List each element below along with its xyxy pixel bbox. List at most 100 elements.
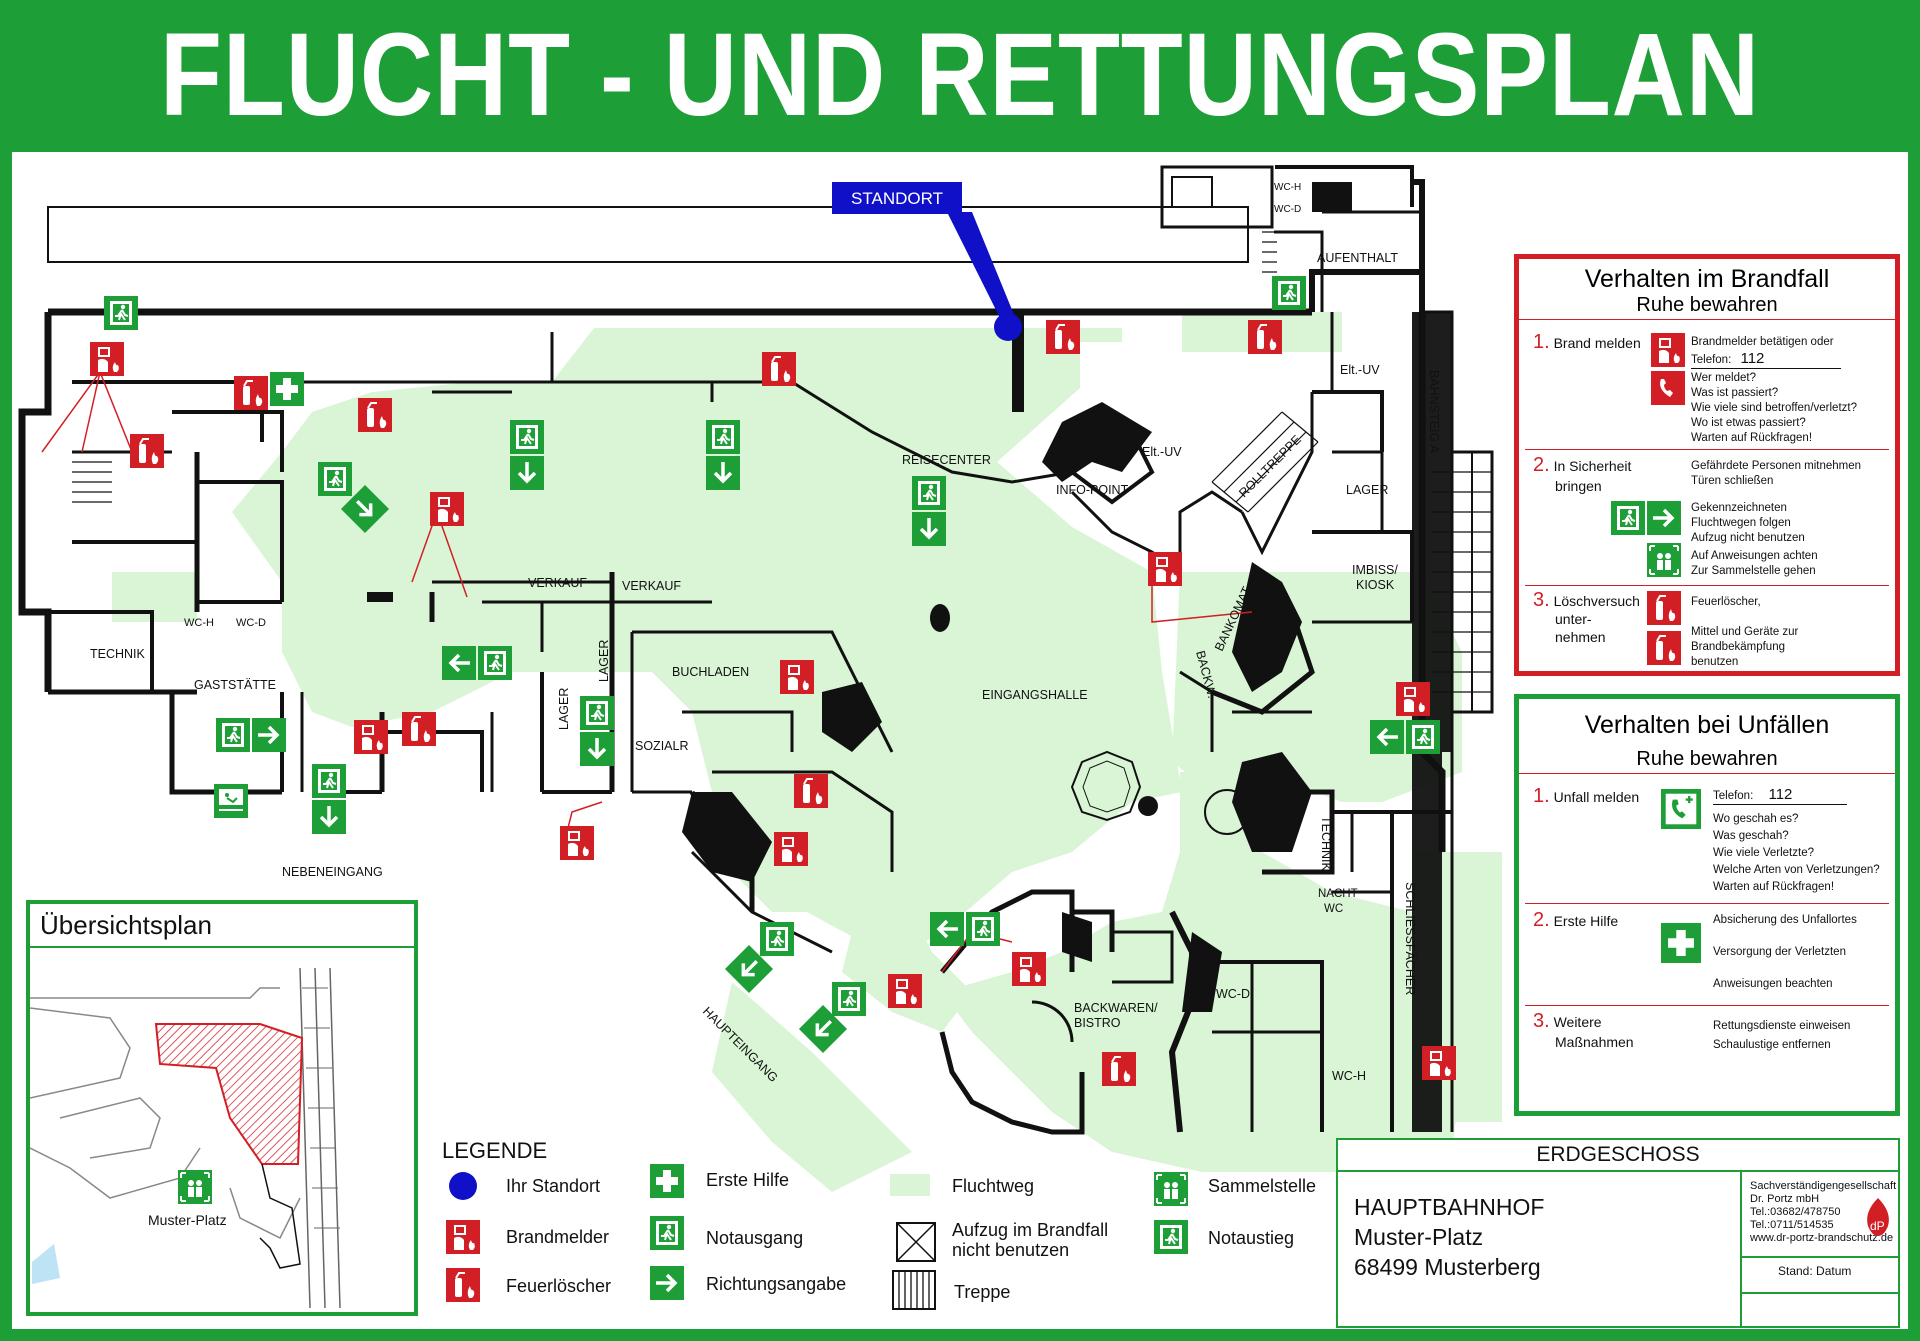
legend-erste-hilfe: Erste Hilfe xyxy=(706,1170,790,1190)
room-wc-h-left: WC-H xyxy=(184,617,214,629)
fire-panel-title: Verhalten im Brandfall xyxy=(1584,265,1830,293)
accident-panel-subtitle: Ruhe bewahren xyxy=(1519,748,1895,774)
extinguisher-icon xyxy=(401,711,437,747)
extinguisher-icon xyxy=(1045,319,1081,355)
emergency-phone-icon xyxy=(1651,371,1685,405)
address: HAUPTBAHNHOF Muster-Platz 68499 Musterbe… xyxy=(1354,1194,1545,1280)
stand-date: Stand: Datum xyxy=(1778,1264,1852,1278)
exit-sign-icon xyxy=(1405,719,1441,755)
extinguisher-icon xyxy=(357,397,393,433)
fire-alarm-icon xyxy=(446,1220,480,1254)
room-technik-right: TECHNIK xyxy=(1319,816,1333,872)
room-verkauf-1: VERKAUF xyxy=(528,576,587,590)
arrow-left-icon xyxy=(440,644,478,682)
fire-alarm-icon xyxy=(887,973,923,1009)
fire-hose-icon xyxy=(1647,631,1681,665)
arrow-left-icon xyxy=(1368,718,1406,756)
exit-sign-icon xyxy=(311,763,347,799)
extinguisher-icon xyxy=(761,351,797,387)
arrow-down-icon xyxy=(704,454,742,492)
accident-behavior-panel: Verhalten bei Unfällen Ruhe bewahren 1. … xyxy=(1514,694,1900,1116)
first-aid-icon xyxy=(1661,923,1701,963)
overview-place: Muster-Platz xyxy=(148,1212,227,1228)
floor-label: ERDGESCHOSS xyxy=(1338,1140,1898,1172)
fire-alarm-icon xyxy=(779,659,815,695)
fire-alarm-icon xyxy=(1651,333,1685,367)
floor-plan: STANDORT AUFENTHALT WC-H WC-D Elt.-UV El… xyxy=(18,165,1502,1192)
room-info-point: INFO-POINT xyxy=(1056,483,1129,497)
elevator-icon xyxy=(896,1222,936,1262)
room-wc-d-left: WC-D xyxy=(236,617,266,629)
room-wc-h-top: WC-H xyxy=(1274,182,1301,193)
fire-phone-line: Telefon: 112 xyxy=(1691,351,1841,369)
accident-panel-title: Verhalten bei Unfällen xyxy=(1584,711,1830,739)
legend-sammelstelle: Sammelstelle xyxy=(1208,1176,1317,1196)
divider xyxy=(1525,585,1889,586)
fire-step-1-text: Brandmelder betätigen oder xyxy=(1691,336,1834,348)
exit-sign-icon xyxy=(1611,501,1645,535)
escape-route-swatch xyxy=(890,1174,930,1196)
overview-title: Übersichtsplan xyxy=(40,910,212,940)
room-wc-d-right: WC-D xyxy=(1216,987,1250,1001)
exit-sign-icon xyxy=(317,461,353,497)
room-kiosk: KIOSK xyxy=(1356,578,1395,592)
exit-sign-icon xyxy=(831,981,867,1017)
exit-sign-icon xyxy=(509,419,545,455)
exit-sign-icon xyxy=(705,419,741,455)
fire-alarm-icon xyxy=(429,491,465,527)
fire-alarm-icon xyxy=(353,719,389,755)
stairs xyxy=(72,231,1492,693)
extinguisher-icon xyxy=(1247,319,1283,355)
legend-notaustieg: Notaustieg xyxy=(1208,1228,1295,1248)
standort-icon xyxy=(449,1172,477,1200)
exit-sign-icon xyxy=(759,921,795,957)
assembly-point-icon xyxy=(178,1170,212,1204)
room-lager-right: LAGER xyxy=(1346,483,1388,497)
legend-treppe: Treppe xyxy=(954,1282,1011,1302)
room-reisecenter: REISECENTER xyxy=(902,453,991,467)
extinguisher-icon xyxy=(1101,1051,1137,1087)
room-bistro: BISTRO xyxy=(1074,1016,1121,1030)
svg-text:dP: dP xyxy=(1870,1219,1885,1233)
fire-alarm-icon xyxy=(1421,1045,1457,1081)
overview-map: Übersichtsplan Muster-Platz xyxy=(26,900,418,1316)
divider xyxy=(1525,449,1889,450)
info-box: ERDGESCHOSS HAUPTBAHNHOF Muster-Platz 68… xyxy=(1336,1138,1900,1328)
emergency-hatch-icon xyxy=(213,783,249,819)
room-lager-2: LAGER xyxy=(597,640,611,682)
legend-feuerloescher: Feuerlöscher xyxy=(506,1276,612,1296)
standort-marker xyxy=(832,182,1022,341)
room-aufenthalt: AUFENTHALT xyxy=(1317,251,1398,265)
exit-sign-icon xyxy=(215,717,251,753)
exit-sign-icon xyxy=(965,911,1001,947)
arrow-right-icon xyxy=(650,1266,684,1300)
room-nacht-wc-2: WC xyxy=(1324,903,1343,915)
arrow-right-icon xyxy=(1647,501,1681,535)
extinguisher-icon xyxy=(793,773,829,809)
room-elt-uv-1: Elt.-UV xyxy=(1340,363,1380,377)
assembly-point-icon xyxy=(1647,543,1681,577)
company-info: Sachverständigengesellschaft Dr. Portz m… xyxy=(1750,1180,1897,1244)
arrow-down-icon xyxy=(578,730,616,768)
arrow-down-icon xyxy=(508,454,546,492)
room-gaststaette: GASTSTÄTTE xyxy=(194,678,276,692)
hall-features xyxy=(367,592,1250,835)
exit-sign-icon xyxy=(477,645,513,681)
fire-alarm-icon xyxy=(1011,951,1047,987)
divider xyxy=(1525,1005,1889,1006)
first-aid-icon xyxy=(650,1164,684,1198)
stairs-icon xyxy=(892,1270,936,1310)
arrow-down-icon xyxy=(310,798,348,836)
accident-step-2: 2. Erste Hilfe xyxy=(1533,909,1619,931)
room-wc-h-right: WC-H xyxy=(1332,1069,1366,1083)
fire-alarm-icon xyxy=(773,831,809,867)
room-backwaren: BACKWAREN/ xyxy=(1074,1001,1158,1015)
legend-title: LEGENDE xyxy=(442,1138,548,1163)
room-imbiss: IMBISS/ xyxy=(1352,563,1398,577)
fire-alarm-icon xyxy=(1395,681,1431,717)
emergency-hatch-icon xyxy=(1154,1220,1188,1254)
